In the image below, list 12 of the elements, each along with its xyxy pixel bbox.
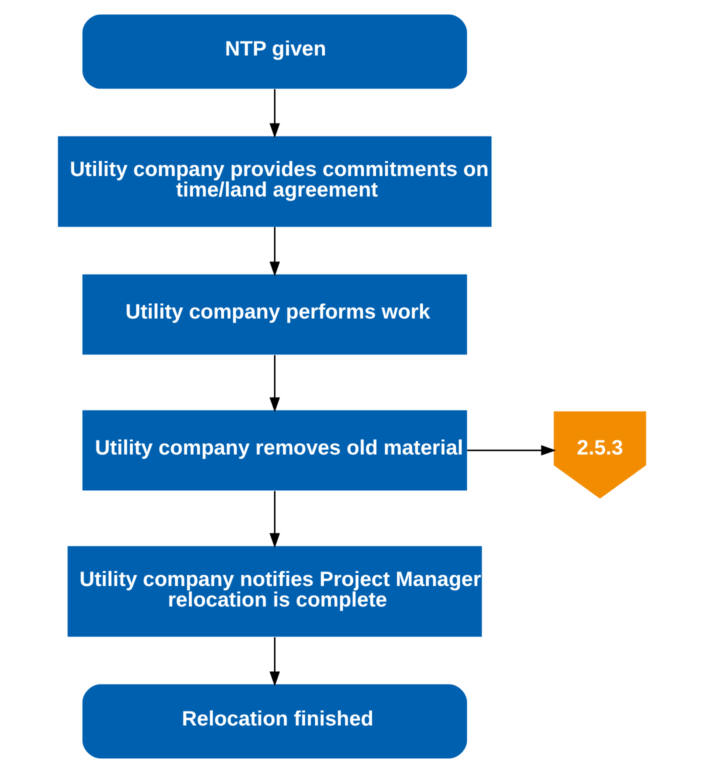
node-box: Utility company notifies Project Manager relocation is complete — [68, 546, 482, 637]
node-box: Relocation finished — [82, 684, 468, 758]
arrow — [270, 637, 280, 686]
node-box: Utility company removes old material — [82, 410, 468, 490]
arrow — [270, 227, 280, 277]
node-box: Utility company provides commitments on time/land agreement — [58, 136, 492, 227]
node-box: Utility company performs work — [82, 274, 468, 355]
arrow — [467, 445, 556, 456]
arrow — [270, 89, 280, 138]
arrow — [270, 355, 280, 412]
arrow — [270, 491, 280, 548]
node-box: NTP given — [82, 14, 468, 89]
